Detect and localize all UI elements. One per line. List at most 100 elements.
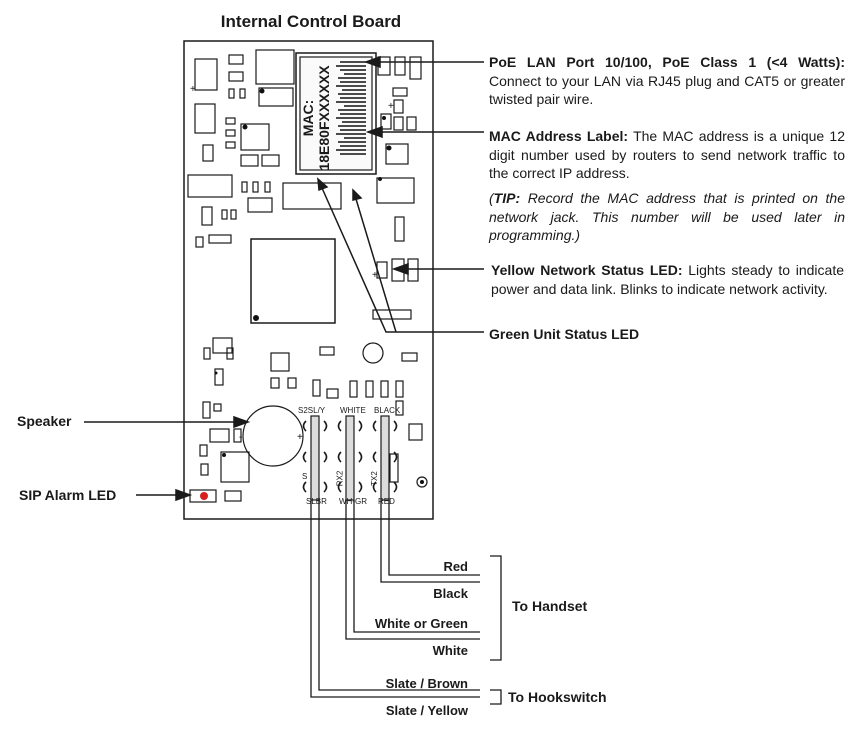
component	[395, 380, 404, 398]
component	[282, 182, 342, 210]
speaker-body	[242, 405, 304, 467]
poe-text: Connect to your LAN via RJ45 plug and CA…	[489, 72, 845, 108]
component	[393, 116, 404, 131]
component	[195, 236, 204, 248]
connector-left	[310, 415, 320, 501]
component	[264, 181, 271, 193]
mac-heading: MAC Address Label:	[489, 128, 629, 144]
component	[261, 154, 280, 167]
component	[270, 377, 280, 389]
brackets	[490, 555, 502, 705]
component	[380, 380, 389, 398]
component	[228, 54, 244, 65]
svg-text:+: +	[297, 432, 303, 443]
tip-heading: TIP:	[493, 190, 521, 206]
svg-text:+: +	[190, 84, 196, 95]
board-outline	[183, 40, 434, 520]
main-chip	[250, 238, 336, 324]
component	[380, 113, 392, 130]
component	[194, 58, 218, 91]
pin-top-left: S2SL/Y	[298, 406, 326, 415]
connector-clips	[302, 420, 398, 493]
component	[393, 99, 404, 114]
component	[255, 49, 295, 85]
svg-text:-: -	[239, 432, 242, 443]
barcode	[336, 61, 366, 155]
component	[385, 143, 409, 165]
component	[199, 444, 208, 457]
component	[228, 71, 244, 82]
component	[214, 368, 224, 386]
component	[406, 116, 417, 131]
connector-mid	[345, 415, 355, 501]
wire-white-green-label: White or Green	[374, 616, 468, 631]
polarity-marks: + + - + +	[190, 84, 394, 443]
pin-side-tx: TX2	[369, 471, 379, 486]
pin-side-s: S	[302, 472, 308, 481]
component	[376, 177, 415, 204]
wires	[310, 500, 480, 698]
component	[258, 87, 294, 107]
hookswitch-group-label: To Hookswitch	[508, 689, 607, 705]
pin-bot-left: SLBR	[306, 497, 327, 506]
mac-label-line2: 18E80FXXXXXX	[316, 65, 332, 171]
component	[287, 377, 297, 389]
component	[226, 347, 234, 360]
component	[394, 56, 406, 76]
wire-white-label: White	[432, 643, 468, 658]
component	[239, 88, 246, 99]
component	[230, 209, 237, 220]
component	[416, 476, 428, 488]
component	[187, 174, 233, 198]
component	[326, 388, 339, 399]
component	[240, 154, 259, 167]
wire-slate-yellow-label: Slate / Yellow	[385, 703, 468, 718]
component	[407, 258, 419, 282]
mac-text: The MAC address is a unique 12 digit num…	[489, 128, 846, 181]
board-dots	[214, 88, 424, 484]
component	[208, 234, 232, 244]
component	[201, 206, 213, 226]
tip-text: Record the MAC address that is printed o…	[489, 190, 845, 243]
component	[270, 352, 290, 372]
wire-red-label: Red	[443, 559, 468, 574]
component	[319, 346, 335, 356]
yellow-text: Lights steady to indicate power and data…	[491, 262, 844, 297]
svg-text:+: +	[388, 101, 394, 112]
connector-right	[380, 415, 390, 501]
poe-heading: PoE LAN Port 10/100, PoE Class 1 (<4 Wat…	[489, 54, 845, 70]
wire-black-label: Black	[433, 586, 468, 601]
component	[203, 347, 211, 360]
component	[200, 463, 209, 476]
component	[225, 129, 236, 137]
component	[247, 197, 273, 213]
speaker-label: Speaker	[17, 413, 72, 429]
pin-top-right: BLACK	[374, 406, 401, 415]
mac-label-line1: MAC:	[300, 99, 316, 137]
component	[212, 337, 233, 354]
component	[241, 181, 248, 193]
wire-slate-brown-label: Slate / Brown	[385, 676, 468, 691]
component	[252, 181, 259, 193]
component	[409, 56, 422, 80]
component	[194, 103, 216, 134]
component	[349, 380, 358, 398]
component	[312, 379, 321, 397]
component	[392, 87, 408, 97]
component	[220, 451, 250, 483]
component	[228, 88, 235, 99]
lan-port	[295, 52, 377, 175]
component	[362, 342, 384, 364]
yellow-led-callout: Yellow Network Status LED: Lights steady…	[491, 261, 844, 298]
component	[225, 141, 236, 149]
yellow-heading: Yellow Network Status LED:	[491, 262, 683, 278]
component	[365, 380, 374, 398]
component	[394, 216, 405, 242]
green-led-heading: Green Unit Status LED	[489, 326, 640, 342]
sip-alarm-label: SIP Alarm LED	[19, 487, 117, 503]
svg-text:+: +	[372, 270, 378, 281]
alarm-led-housing	[189, 489, 217, 503]
component	[202, 144, 214, 162]
component	[209, 428, 230, 443]
component	[221, 209, 228, 220]
